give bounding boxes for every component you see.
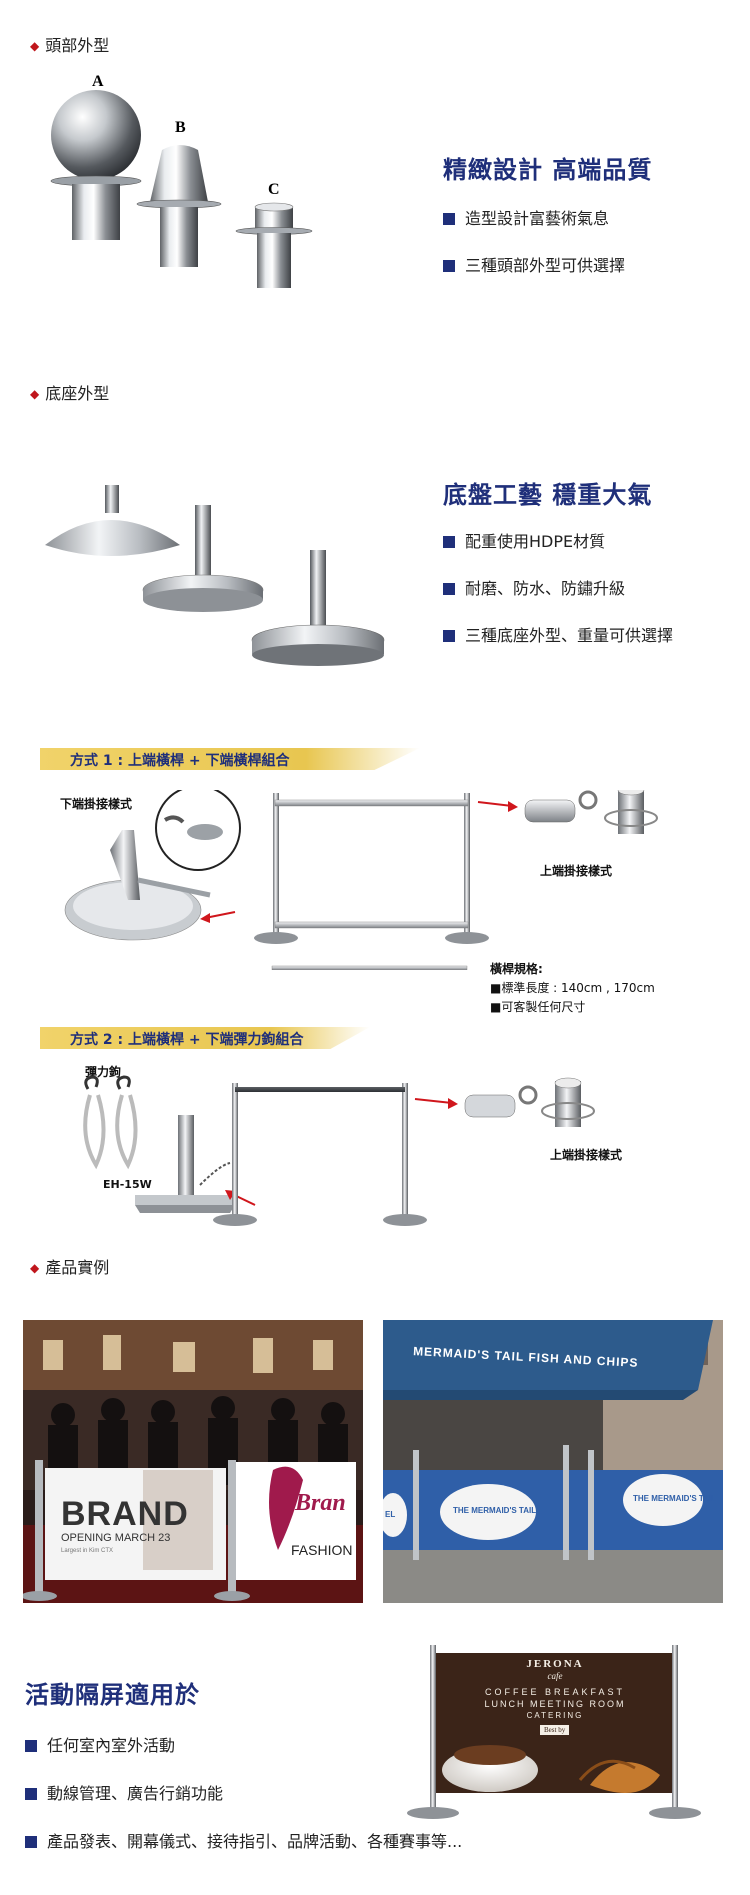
usage-banner-line1: COFFEE BREAKFAST xyxy=(484,1687,626,1697)
heads-bullet: 造型設計富藝術氣息 xyxy=(443,205,609,229)
head-label-c: C xyxy=(268,181,280,198)
usage-banner-line2: LUNCH MEETING ROOM xyxy=(484,1699,626,1709)
cafe-banner-logo-3: EL xyxy=(385,1510,396,1519)
bases-bullet: 三種底座外型、重量可供選擇 xyxy=(443,622,673,646)
usage-bullet: 產品發表、開幕儀式、接待指引、品牌活動、各種賽事等... xyxy=(25,1828,462,1852)
section-heading-head-shape: ◆ 頭部外型 xyxy=(30,32,109,56)
method1-diagram xyxy=(64,790,658,970)
usage-banner-stand: JERONA cafe COFFEE BREAKFAST LUNCH MEETI… xyxy=(400,1645,710,1820)
diamond-bullet-icon: ◆ xyxy=(30,39,40,53)
square-bullet-icon xyxy=(443,583,455,595)
square-bullet-icon xyxy=(25,1836,37,1848)
event-banner-brand: BRAND xyxy=(61,1495,189,1533)
event-logo-word: Bran xyxy=(295,1490,346,1516)
section-heading-text: 頭部外型 xyxy=(45,36,110,55)
head-label-a: A xyxy=(92,73,104,90)
cafe-banner-logo-2: THE MERMAID'S TAIL xyxy=(633,1494,717,1503)
square-bullet-icon xyxy=(443,630,455,642)
upper-hook-label-2: 上端掛接樣式 xyxy=(550,1148,623,1162)
bullet-text: 配重使用HDPE材質 xyxy=(465,532,606,551)
square-bullet-icon xyxy=(443,213,455,225)
head-label-b: B xyxy=(175,119,186,136)
head-shapes-image: A B C xyxy=(50,73,313,288)
section-heading-text: 產品實例 xyxy=(45,1258,110,1277)
bar-spec-title: 橫桿規格: xyxy=(490,962,543,976)
heads-bullet: 三種頭部外型可供選擇 xyxy=(443,252,625,276)
usage-banner-tag: Best by xyxy=(540,1725,570,1735)
usage-banner-brand-sub: cafe xyxy=(547,1671,563,1681)
method1-band xyxy=(40,748,420,770)
usage-bullet: 動線管理、廣告行銷功能 xyxy=(25,1780,223,1804)
elastic-hook-model: EH-15W xyxy=(103,1178,152,1191)
bullet-text: 任何室內室外活動 xyxy=(47,1736,176,1755)
upper-hook-label-1: 上端掛接樣式 xyxy=(540,864,613,878)
method2-diagram xyxy=(83,1075,595,1226)
bullet-text: 動線管理、廣告行銷功能 xyxy=(47,1784,224,1803)
lower-hook-label: 下端掛接樣式 xyxy=(60,797,133,811)
event-banner-small: Largest in Kim CTX xyxy=(61,1548,114,1554)
bar-spec-custom: ■可客製任何尺寸 xyxy=(490,1000,586,1014)
bullet-text: 產品發表、開幕儀式、接待指引、品牌活動、各種賽事等... xyxy=(47,1832,463,1851)
event-banner-opening: OPENING MARCH 23 xyxy=(61,1532,171,1544)
bullet-text: 耐磨、防水、防鏽升級 xyxy=(465,579,626,598)
section-heading-text: 底座外型 xyxy=(45,384,110,403)
section-heading-examples: ◆ 產品實例 xyxy=(30,1254,109,1278)
usage-banner-brand: JERONA xyxy=(526,1658,584,1670)
elastic-hook-label: 彈力鉤 xyxy=(85,1065,122,1079)
bar-spec-length: ■標準長度 : 140cm , 170cm xyxy=(490,981,655,995)
usage-title: 活動隔屏適用於 xyxy=(25,1681,200,1709)
heads-title: 精緻設計 高端品質 xyxy=(443,156,653,184)
bullet-text: 三種頭部外型可供選擇 xyxy=(465,256,626,275)
method2-band xyxy=(40,1027,370,1049)
diamond-bullet-icon: ◆ xyxy=(30,387,40,401)
square-bullet-icon xyxy=(25,1788,37,1800)
event-photo-scene xyxy=(23,1320,363,1603)
cafe-photo: MERMAID'S TAIL FISH AND CHIPS THE MERMAI… xyxy=(383,1320,723,1603)
cafe-photo-scene xyxy=(383,1320,723,1603)
bases-title: 底盤工藝 穩重大氣 xyxy=(443,481,653,509)
event-photo: BRAND OPENING MARCH 23 Largest in Kim CT… xyxy=(23,1320,363,1603)
usage-banner-scene xyxy=(407,1645,701,1819)
usage-banner-line3: CATERING xyxy=(526,1711,584,1720)
bases-bullet: 配重使用HDPE材質 xyxy=(443,528,605,552)
square-bullet-icon xyxy=(443,260,455,272)
diamond-bullet-icon: ◆ xyxy=(30,1261,40,1275)
base-shapes-image xyxy=(45,485,385,666)
method2-title: 方式 2 : 上端橫桿 + 下端彈力鉤組合 xyxy=(70,1032,304,1048)
usage-bullet: 任何室內室外活動 xyxy=(25,1732,175,1756)
square-bullet-icon xyxy=(25,1740,37,1752)
event-logo-fashion: FASHION xyxy=(291,1542,353,1558)
method1-title: 方式 1 : 上端橫桿 + 下端橫桿組合 xyxy=(70,753,290,769)
bases-bullet: 耐磨、防水、防鏽升級 xyxy=(443,575,625,599)
bullet-text: 三種底座外型、重量可供選擇 xyxy=(465,626,674,645)
section-heading-base-shape: ◆ 底座外型 xyxy=(30,380,109,404)
bullet-text: 造型設計富藝術氣息 xyxy=(465,209,610,228)
cafe-banner-logo: THE MERMAID'S TAIL xyxy=(453,1506,537,1515)
square-bullet-icon xyxy=(443,536,455,548)
